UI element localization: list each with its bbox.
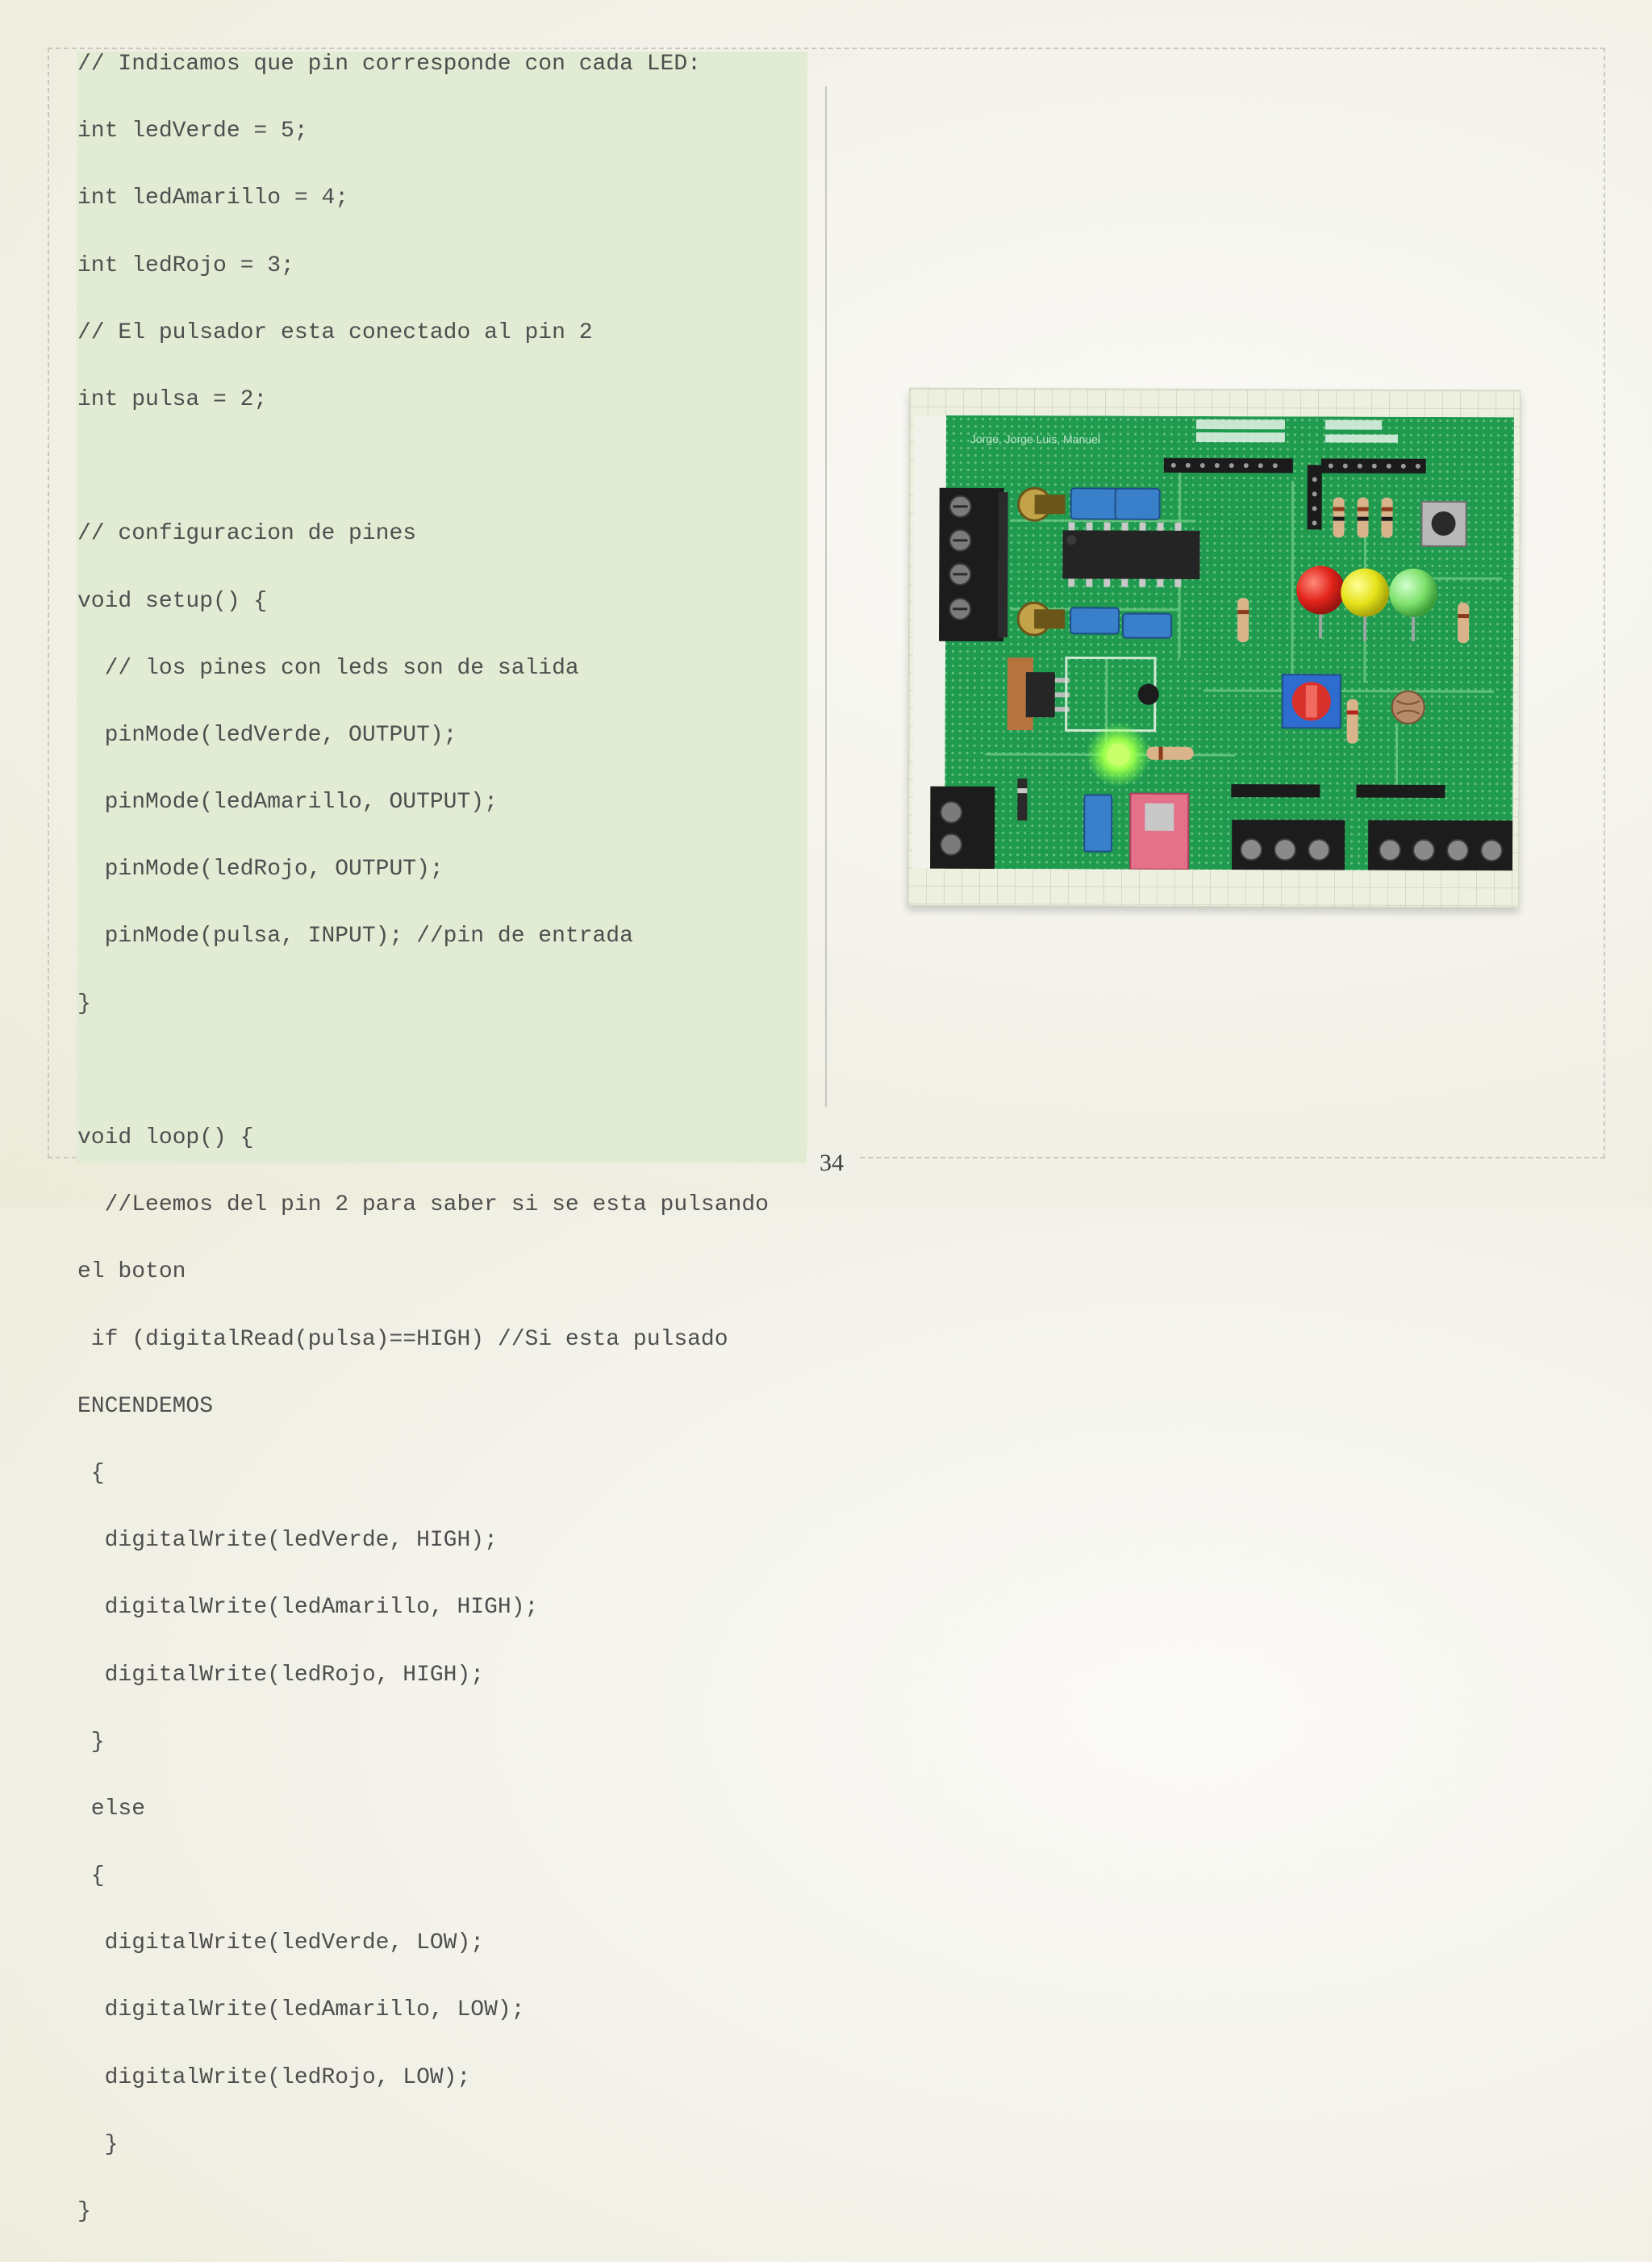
code-line: if (digitalRead(pulsa)==HIGH) //Si esta … xyxy=(77,1323,769,1357)
code-line: int ledAmarillo = 4; xyxy=(77,182,769,215)
code-line: pinMode(ledRojo, OUTPUT); xyxy=(77,853,769,887)
code-line: int ledVerde = 5; xyxy=(77,115,769,148)
photo-card: Jorge, Jorge Luis, Manuel xyxy=(907,388,1521,908)
code-line: void loop() { xyxy=(77,1121,769,1155)
code-line: // El pulsador esta conectado al pin 2 xyxy=(77,316,769,350)
code-line: // configuracion de pines xyxy=(77,517,769,551)
code-line: } xyxy=(77,2195,769,2229)
code-line: pinMode(ledVerde, OUTPUT); xyxy=(77,719,769,753)
code-line: digitalWrite(ledAmarillo, HIGH); xyxy=(77,1591,769,1625)
code-line: //Leemos del pin 2 para saber si se esta… xyxy=(77,1188,769,1222)
code-line: else xyxy=(77,1792,769,1826)
code-line: el boton xyxy=(77,1255,769,1289)
code-line: pinMode(pulsa, INPUT); //pin de entrada xyxy=(77,920,769,954)
code-line: int ledRojo = 3; xyxy=(77,249,769,283)
code-line: digitalWrite(ledAmarillo, LOW); xyxy=(77,1993,769,2027)
code-line xyxy=(77,1054,769,1088)
silkscreen-text: Jorge, Jorge Luis, Manuel xyxy=(970,432,1100,446)
code-line: int pulsa = 2; xyxy=(77,383,769,417)
code-line: } xyxy=(77,987,769,1021)
code-line: { xyxy=(77,1457,769,1491)
code-line: ENCENDEMOS xyxy=(77,1390,769,1424)
code-line: digitalWrite(ledRojo, HIGH); xyxy=(77,1659,769,1692)
code-block: // Indicamos que pin corresponde con cad… xyxy=(77,48,769,2262)
code-line: // Indicamos que pin corresponde con cad… xyxy=(77,48,769,81)
code-line xyxy=(77,450,769,484)
page-number: 34 xyxy=(807,1149,857,1178)
code-line: { xyxy=(77,1859,769,1893)
code-line: void setup() { xyxy=(77,585,769,619)
code-line: } xyxy=(77,2128,769,2162)
pcb-photo: Jorge, Jorge Luis, Manuel xyxy=(912,415,1514,871)
code-line: digitalWrite(ledRojo, LOW); xyxy=(77,2061,769,2095)
code-line: // los pines con leds son de salida xyxy=(77,652,769,686)
code-line: } xyxy=(77,1726,769,1759)
code-line: pinMode(ledAmarillo, OUTPUT); xyxy=(77,786,769,820)
code-line: digitalWrite(ledVerde, HIGH); xyxy=(77,1524,769,1558)
code-line: digitalWrite(ledVerde, LOW); xyxy=(77,1926,769,1960)
column-divider xyxy=(825,86,827,1107)
